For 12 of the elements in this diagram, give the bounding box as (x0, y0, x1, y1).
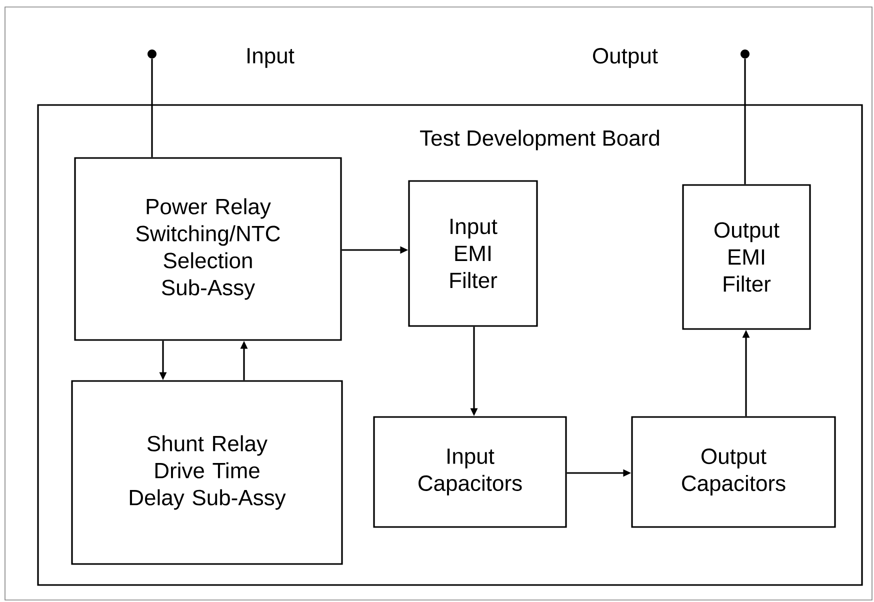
block-box: Input Capacitors (373, 416, 567, 528)
connector-line (744, 58, 746, 184)
connector-line (151, 58, 153, 158)
block-box: Shunt Relay Drive Time Delay Sub-Assy (71, 380, 343, 565)
block-box: Power Relay Switching/NTC Selection Sub-Assy (74, 157, 342, 341)
block-box: Input EMI Filter (408, 180, 538, 327)
terminal-label: Input (248, 48, 294, 68)
terminal-dot (148, 50, 156, 58)
block-box: Output Capacitors (631, 416, 836, 528)
terminal-label: Output (593, 48, 658, 68)
terminal-dot (740, 50, 750, 58)
block-box: Output EMI Filter (682, 184, 811, 330)
